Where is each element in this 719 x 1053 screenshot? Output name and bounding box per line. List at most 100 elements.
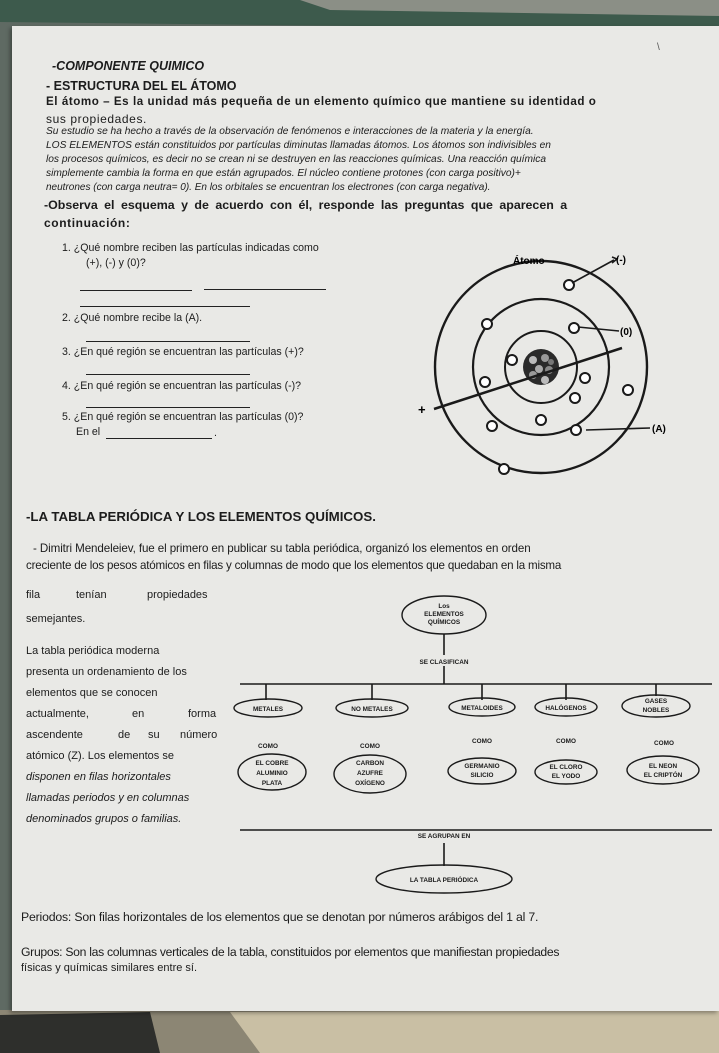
label-como-3: COMO bbox=[472, 738, 492, 745]
question-1-line2: (+), (-) y (0)? bbox=[86, 257, 146, 269]
label-a: (A) bbox=[652, 424, 666, 435]
outer-orbit bbox=[433, 259, 649, 475]
pencil-mark: \ bbox=[657, 42, 660, 53]
example-plata: PLATA bbox=[262, 780, 283, 787]
node-no-metales bbox=[335, 698, 409, 718]
pointer-plus bbox=[433, 346, 623, 411]
example-neon: EL NEON bbox=[649, 763, 678, 770]
example-carbon: CARBON bbox=[356, 760, 384, 767]
label-no-metales: NO METALES bbox=[351, 706, 393, 713]
example-cobre: EL COBRE bbox=[256, 760, 290, 767]
answer-line-q2[interactable] bbox=[86, 341, 250, 342]
modern-table-line5-c: su bbox=[148, 729, 160, 741]
label-como-1: COMO bbox=[258, 743, 278, 750]
atom-definition-line1: El átomo – Es la unidad más pequeña de u… bbox=[46, 95, 597, 108]
label-plus: + bbox=[418, 402, 426, 417]
label-gases: GASES bbox=[645, 698, 668, 705]
label-se-agrupan-en: SE AGRUPAN EN bbox=[418, 833, 471, 840]
modern-table-line4-b: en bbox=[132, 708, 145, 720]
node-tabla-periodica bbox=[375, 864, 513, 894]
question-5-period: . bbox=[214, 427, 217, 439]
node-metal-examples bbox=[237, 753, 307, 791]
periodic-intro-word-fila: fila bbox=[26, 589, 41, 601]
example-yodo: EL YODO bbox=[552, 773, 581, 780]
example-oxigeno: OXÍGENO bbox=[355, 778, 385, 787]
label-como-5: COMO bbox=[654, 740, 674, 747]
periodic-intro-line2: creciente de los pesos atómicos en filas… bbox=[26, 559, 562, 572]
atom-definition-line2: sus propiedades. bbox=[46, 112, 147, 126]
modern-table-line6: atómico (Z). Los elementos se bbox=[26, 750, 174, 762]
node-halogen-examples bbox=[534, 759, 598, 785]
answer-line-q1c[interactable] bbox=[80, 306, 250, 307]
pointer-minus bbox=[571, 259, 615, 284]
node-halogenos bbox=[534, 697, 598, 717]
node-metales bbox=[233, 698, 303, 718]
modern-table-line7: disponen en filas horizontales bbox=[26, 771, 171, 783]
label-halogenos: HALÓGENOS bbox=[545, 703, 587, 712]
question-3: 3. ¿En qué región se encuentran las part… bbox=[62, 346, 304, 358]
question-2: 2. ¿Qué nombre recibe la (A). bbox=[62, 312, 203, 324]
modern-table-line5-a: ascendente bbox=[26, 729, 83, 741]
definition-grupos: Grupos: Son las columnas verticales de l… bbox=[21, 945, 560, 959]
instruction-line2: continuación: bbox=[44, 216, 131, 230]
modern-table-line1: La tabla periódica moderna bbox=[26, 645, 160, 657]
definition-periodos: Periodos: Son filas horizontales de los … bbox=[21, 910, 539, 924]
periodic-intro-word-tenian: tenían bbox=[76, 589, 107, 601]
example-azufre: AZUFRE bbox=[357, 770, 384, 777]
section-title-atom: - ESTRUCTURA DEL EL ÁTOMO bbox=[46, 79, 237, 93]
label-nobles: NOBLES bbox=[643, 707, 670, 714]
atom-diagram-title: Átomo bbox=[513, 254, 545, 267]
answer-line-q1a[interactable] bbox=[80, 290, 192, 291]
section-title-periodic-table: -LA TABLA PERIÓDICA Y LOS ELEMENTOS QUÍM… bbox=[26, 509, 376, 524]
example-silicio: SILICIO bbox=[470, 772, 493, 779]
periodic-intro-line4: semejantes. bbox=[26, 613, 86, 625]
node-metaloid-examples bbox=[447, 757, 517, 785]
example-aluminio: ALUMINIO bbox=[256, 770, 288, 777]
label-como-2: COMO bbox=[360, 743, 380, 750]
modern-table-line8: llamadas periodos y en columnas bbox=[26, 792, 190, 804]
pointer-a bbox=[585, 427, 651, 431]
node-top-line3: QUÍMICOS bbox=[428, 617, 461, 626]
question-1-line1: 1. ¿Qué nombre reciben las partículas in… bbox=[62, 242, 319, 254]
atom-text-line4: LOS ELEMENTOS están constituidos por par… bbox=[46, 140, 551, 151]
label-tabla-periodica: LA TABLA PERIÓDICA bbox=[410, 875, 479, 884]
node-top-line2: ELEMENTOS bbox=[424, 611, 464, 618]
answer-line-q1b[interactable] bbox=[204, 289, 326, 290]
example-germanio: GERMANIO bbox=[464, 763, 499, 770]
definition-grupos-line2: físicas y químicas similares entre sí. bbox=[21, 962, 198, 974]
atom-text-line6: simplemente cambia la forma en que están… bbox=[46, 168, 521, 179]
modern-table-line5-d: número bbox=[180, 729, 218, 741]
question-4: 4. ¿En qué región se encuentran las part… bbox=[62, 380, 302, 392]
label-minus: (-) bbox=[616, 255, 626, 266]
node-gases-nobles bbox=[621, 694, 691, 718]
atom-text-line7: neutrones (con carga neutra= 0). En los … bbox=[46, 182, 491, 193]
atom-text-line5: los procesos químicos, es decir no se cr… bbox=[46, 154, 546, 165]
label-se-clasifican: SE CLASIFICAN bbox=[420, 659, 469, 666]
atom-text-line3: Su estudio se ha hecho a través de la ob… bbox=[46, 126, 534, 137]
label-metales: METALES bbox=[253, 706, 284, 713]
label-como-4: COMO bbox=[556, 738, 576, 745]
example-cloro: EL CLORO bbox=[550, 764, 583, 771]
node-elementos-quimicos bbox=[401, 595, 487, 635]
answer-line-q3[interactable] bbox=[86, 374, 250, 375]
node-gas-examples bbox=[626, 755, 700, 785]
node-nonmetal-examples bbox=[333, 754, 407, 794]
periodic-intro-word-propiedades: propiedades bbox=[147, 589, 208, 601]
node-top-line1: Los bbox=[438, 603, 450, 610]
modern-table-line5-b: de bbox=[118, 729, 131, 741]
node-metaloides bbox=[448, 697, 516, 717]
modern-table-line2: presenta un ordenamiento de los bbox=[26, 666, 187, 678]
question-5-prefix: En el bbox=[76, 426, 101, 438]
pointer-zero bbox=[577, 326, 620, 332]
modern-table-line9: denominados grupos o familias. bbox=[26, 813, 182, 825]
modern-table-line4-c: forma bbox=[188, 708, 217, 720]
answer-line-q5[interactable] bbox=[106, 438, 212, 439]
inner-orbit bbox=[504, 330, 578, 404]
answer-line-q4[interactable] bbox=[86, 407, 250, 408]
middle-orbit bbox=[471, 297, 611, 437]
question-5: 5. ¿En qué región se encuentran las part… bbox=[62, 411, 304, 423]
example-cripton: EL CRIPTÓN bbox=[644, 770, 683, 779]
modern-table-line3: elementos que se conocen bbox=[26, 687, 158, 699]
